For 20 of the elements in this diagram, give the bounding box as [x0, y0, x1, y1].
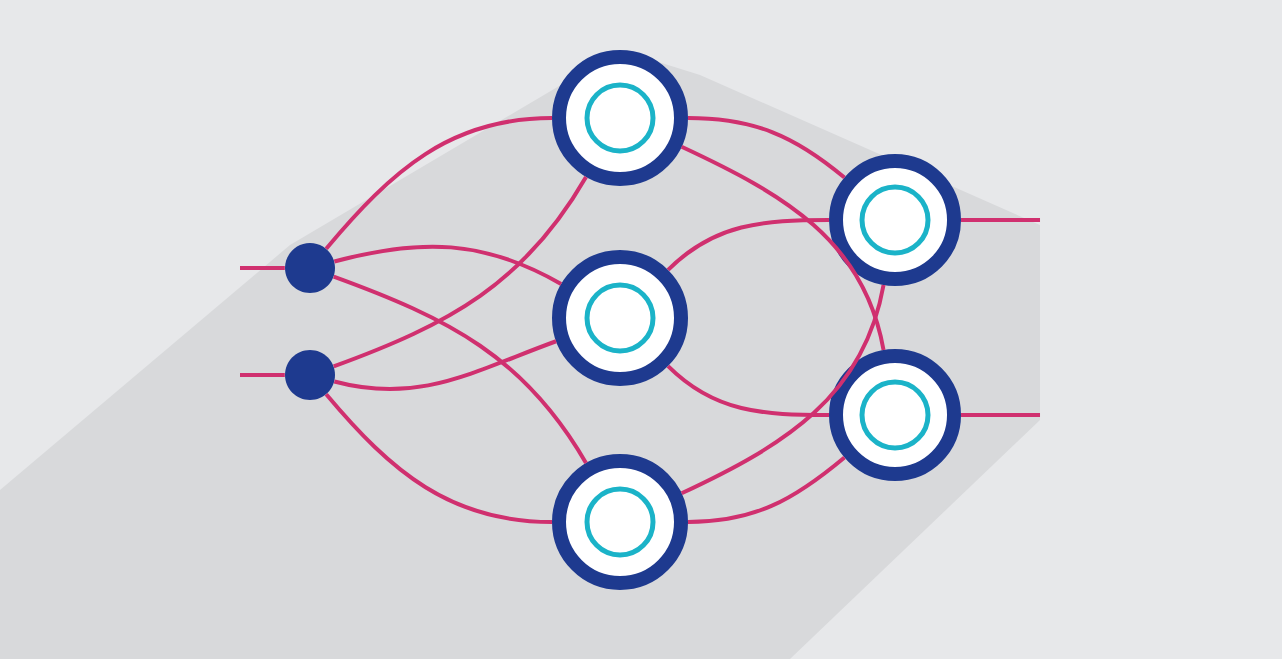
connection-line — [687, 455, 846, 524]
connection-line — [333, 175, 588, 369]
connection-line — [240, 373, 285, 377]
connection-line — [687, 116, 846, 180]
input-dot — [285, 243, 335, 293]
connection-line — [961, 413, 1040, 417]
connection-line — [680, 284, 886, 496]
connection-line — [333, 274, 588, 465]
connection-line — [324, 116, 553, 250]
connection-line — [680, 144, 886, 351]
connection-line — [666, 364, 830, 417]
neuron-circle — [552, 454, 688, 590]
connection-line — [324, 393, 553, 524]
connection-line — [333, 339, 557, 392]
neuron-circle — [829, 349, 961, 481]
input-dot — [285, 350, 335, 400]
connection-line — [240, 266, 285, 270]
connection-line — [666, 218, 829, 272]
connection-line — [961, 218, 1040, 222]
connection-line — [333, 244, 563, 286]
